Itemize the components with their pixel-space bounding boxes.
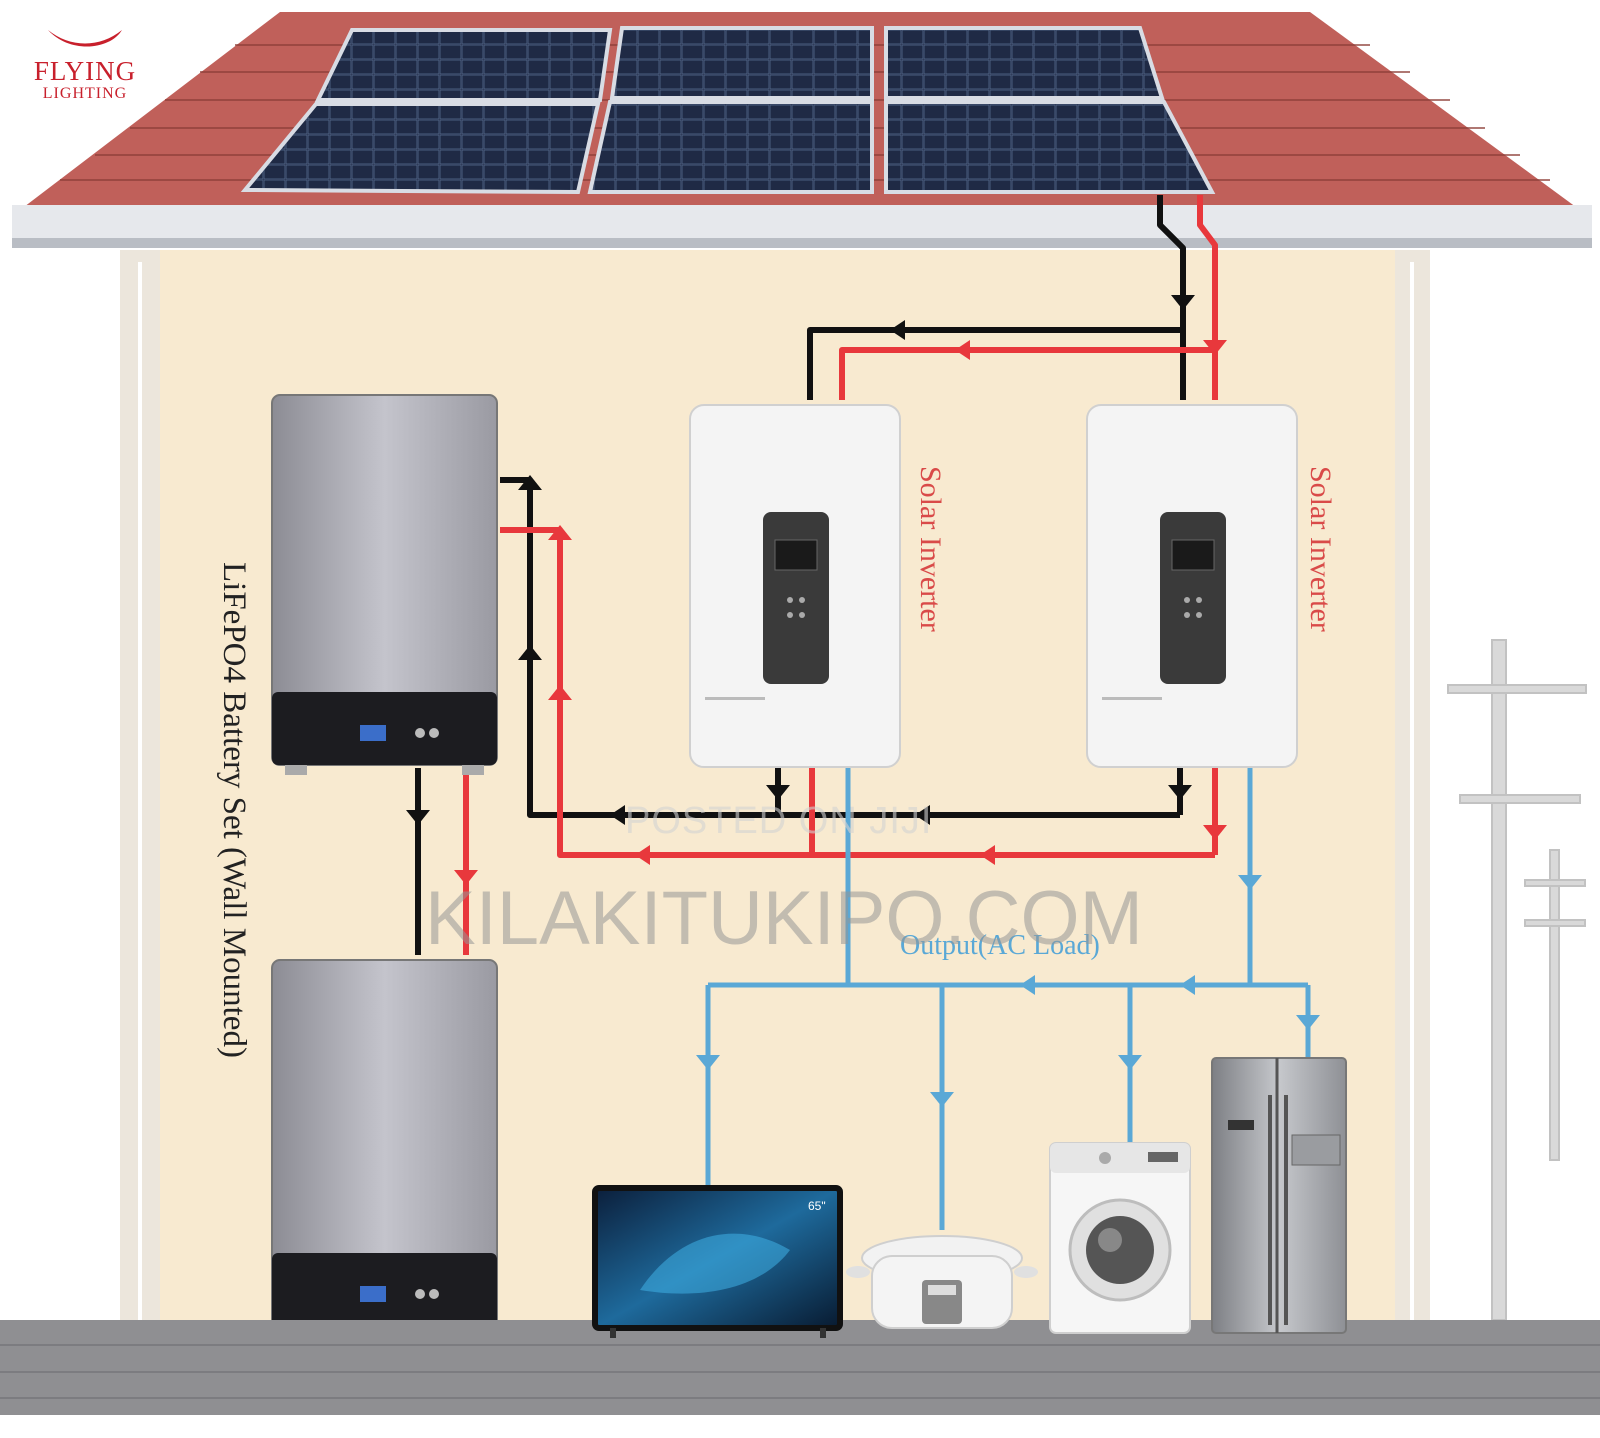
inverter-left-label: Solar Inverter: [914, 466, 947, 632]
battery-label: LiFePO4 Battery Set (Wall Mounted): [216, 562, 252, 1058]
floor: [0, 1320, 1600, 1415]
refrigerator-icon: [1211, 1057, 1347, 1334]
utility-pole-icon: [1447, 639, 1587, 1321]
solar-inverter-left: [689, 404, 901, 768]
tv-icon: 65": [592, 1185, 843, 1338]
rice-cooker-icon: [846, 1235, 1038, 1329]
brand-logo: FLYING LIGHTING: [30, 28, 140, 103]
solar-inverter-right: [1086, 404, 1298, 768]
brand-swoosh-icon: [48, 30, 122, 47]
solar-panel-array: [240, 26, 1216, 195]
brand-name-line1: FLYING: [33, 56, 137, 86]
tv-badge: 65": [808, 1199, 826, 1213]
brand-name-line2: LIGHTING: [42, 85, 128, 102]
dc-positive-wire-panel: [839, 195, 1218, 400]
flow-arrows: [406, 295, 1320, 1107]
watermark-site: KILAKITUKIPO.COM: [425, 876, 1143, 961]
washing-machine-icon: [1049, 1142, 1191, 1334]
watermark-posted: POSTED ON JIJI: [625, 800, 933, 842]
output-label: Output(AC Load): [900, 930, 1100, 961]
dc-negative-wire-panel: [807, 195, 1186, 400]
inverter-right-label: Solar Inverter: [1304, 466, 1337, 632]
battery-unit-bottom: [271, 959, 498, 1329]
battery-unit-top: [271, 394, 498, 775]
